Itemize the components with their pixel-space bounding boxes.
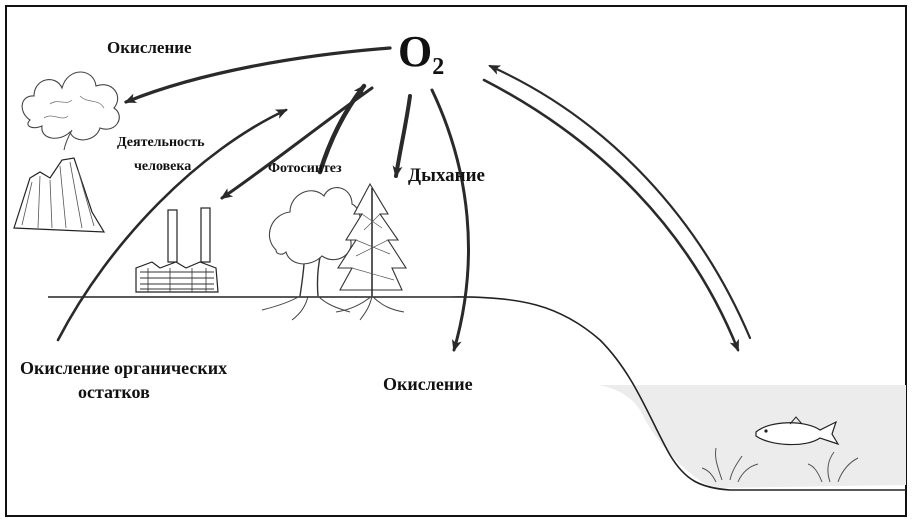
label-oxidation-organic-line2: остатков [78,382,150,403]
deciduous-tree-icon [262,188,360,320]
label-oxidation-top: Окисление [107,38,192,58]
label-oxidation-middle: Окисление [383,374,473,395]
factory-icon [136,208,218,292]
water-area [598,385,906,488]
label-human-activity-line1: Деятельность [117,135,205,151]
arrow-o2-to-water [484,80,738,350]
label-oxidation-organic-line1: Окисление органических [20,358,227,379]
oxygen-subscript: 2 [432,54,444,80]
oxygen-symbol: O2 [398,30,444,81]
label-human-activity-line2: человека [134,159,191,175]
arrow-o2-to-soil [432,90,468,350]
label-respiration: Дыхание [408,165,485,187]
label-photosynthesis: Фотосинтез [268,161,342,177]
oxygen-letter: O [398,27,432,76]
arrow-respiration [396,96,410,176]
arrows-group [58,48,750,350]
volcano-icon [14,72,119,232]
